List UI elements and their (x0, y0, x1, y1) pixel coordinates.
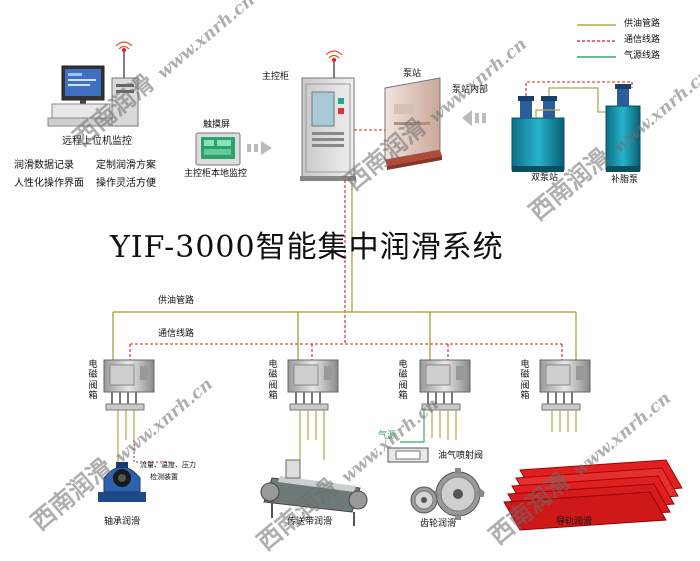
legend-air-label: 气源线路 (624, 51, 661, 61)
conveyor-icon (260, 459, 368, 526)
valve-box-label: 电磁阀箱 (398, 360, 408, 402)
valve-box-label: 电磁阀箱 (268, 360, 278, 402)
comm-bus (129, 343, 563, 360)
comm-line-label: 通信线路 (158, 329, 195, 339)
gear-icon (410, 468, 485, 520)
air-source-label: 气源 (378, 431, 397, 441)
feature-label: 润滑数据记录 (14, 160, 74, 171)
touchscreen-label: 触摸屏 (203, 120, 231, 130)
grease-pump-icon (605, 84, 641, 172)
top-connections (344, 129, 385, 344)
remote-monitor-label: 远程上位机监控 (62, 136, 132, 147)
main-cabinet-icon (300, 77, 356, 181)
feature-label: 操作灵活方便 (96, 178, 156, 189)
pump-station-label: 泵站 (403, 69, 422, 79)
guide-rail-icon (503, 459, 683, 531)
legend-comm-label: 通信线路 (624, 35, 661, 45)
valve-box-1 (103, 359, 155, 411)
application-label-rail: 导轨润滑 (556, 517, 593, 527)
feature-label: 定制润滑方案 (96, 160, 156, 171)
valve-box-label: 电磁阀箱 (520, 360, 530, 402)
sensor-line (133, 440, 170, 463)
antenna-icon (115, 41, 133, 78)
dual-pump-label: 双泵站 (531, 173, 559, 183)
arrow-icon (247, 141, 272, 155)
application-label-gear: 齿轮润滑 (420, 519, 457, 529)
main-cabinet-label: 主控柜 (262, 72, 290, 82)
application-label-conveyor: 传送带润滑 (287, 517, 333, 527)
sensor-label: 检测装置 (150, 473, 178, 481)
page-title: YIF-3000智能集中润滑系统 (110, 230, 504, 265)
pump-interior-label: 泵站内部 (452, 85, 489, 95)
valve-box-3 (419, 359, 471, 411)
sensor-label: 流量、温度、压力 (140, 461, 196, 469)
grease-pump-label: 补脂泵 (611, 175, 639, 185)
oil-supply-bus (112, 311, 577, 362)
pump-station-icon (384, 77, 442, 170)
feature-label: 人性化操作界面 (14, 178, 84, 189)
valve-box-label: 电磁阀箱 (88, 360, 98, 402)
antenna-icon (325, 50, 343, 78)
application-label-bearing: 轴承润滑 (104, 517, 141, 527)
oil-air-injector-icon (387, 447, 429, 463)
bearing-icon (98, 462, 146, 502)
pump-interior-piping (525, 81, 633, 118)
branch-lines (117, 410, 577, 470)
remote-computer-icon (47, 65, 139, 127)
legend (577, 24, 616, 58)
oil-air-valve-label: 油气喷射阀 (438, 451, 484, 461)
arrow-icon (462, 110, 486, 126)
touchscreen-icon (195, 132, 241, 166)
valve-box-4 (539, 359, 591, 411)
valve-box-2 (287, 359, 339, 411)
dual-pump-icon (511, 96, 565, 172)
legend-oil-label: 供油管路 (624, 19, 661, 29)
local-monitor-label: 主控柜本地监控 (184, 169, 248, 179)
oil-line-label: 供油管路 (158, 296, 195, 306)
